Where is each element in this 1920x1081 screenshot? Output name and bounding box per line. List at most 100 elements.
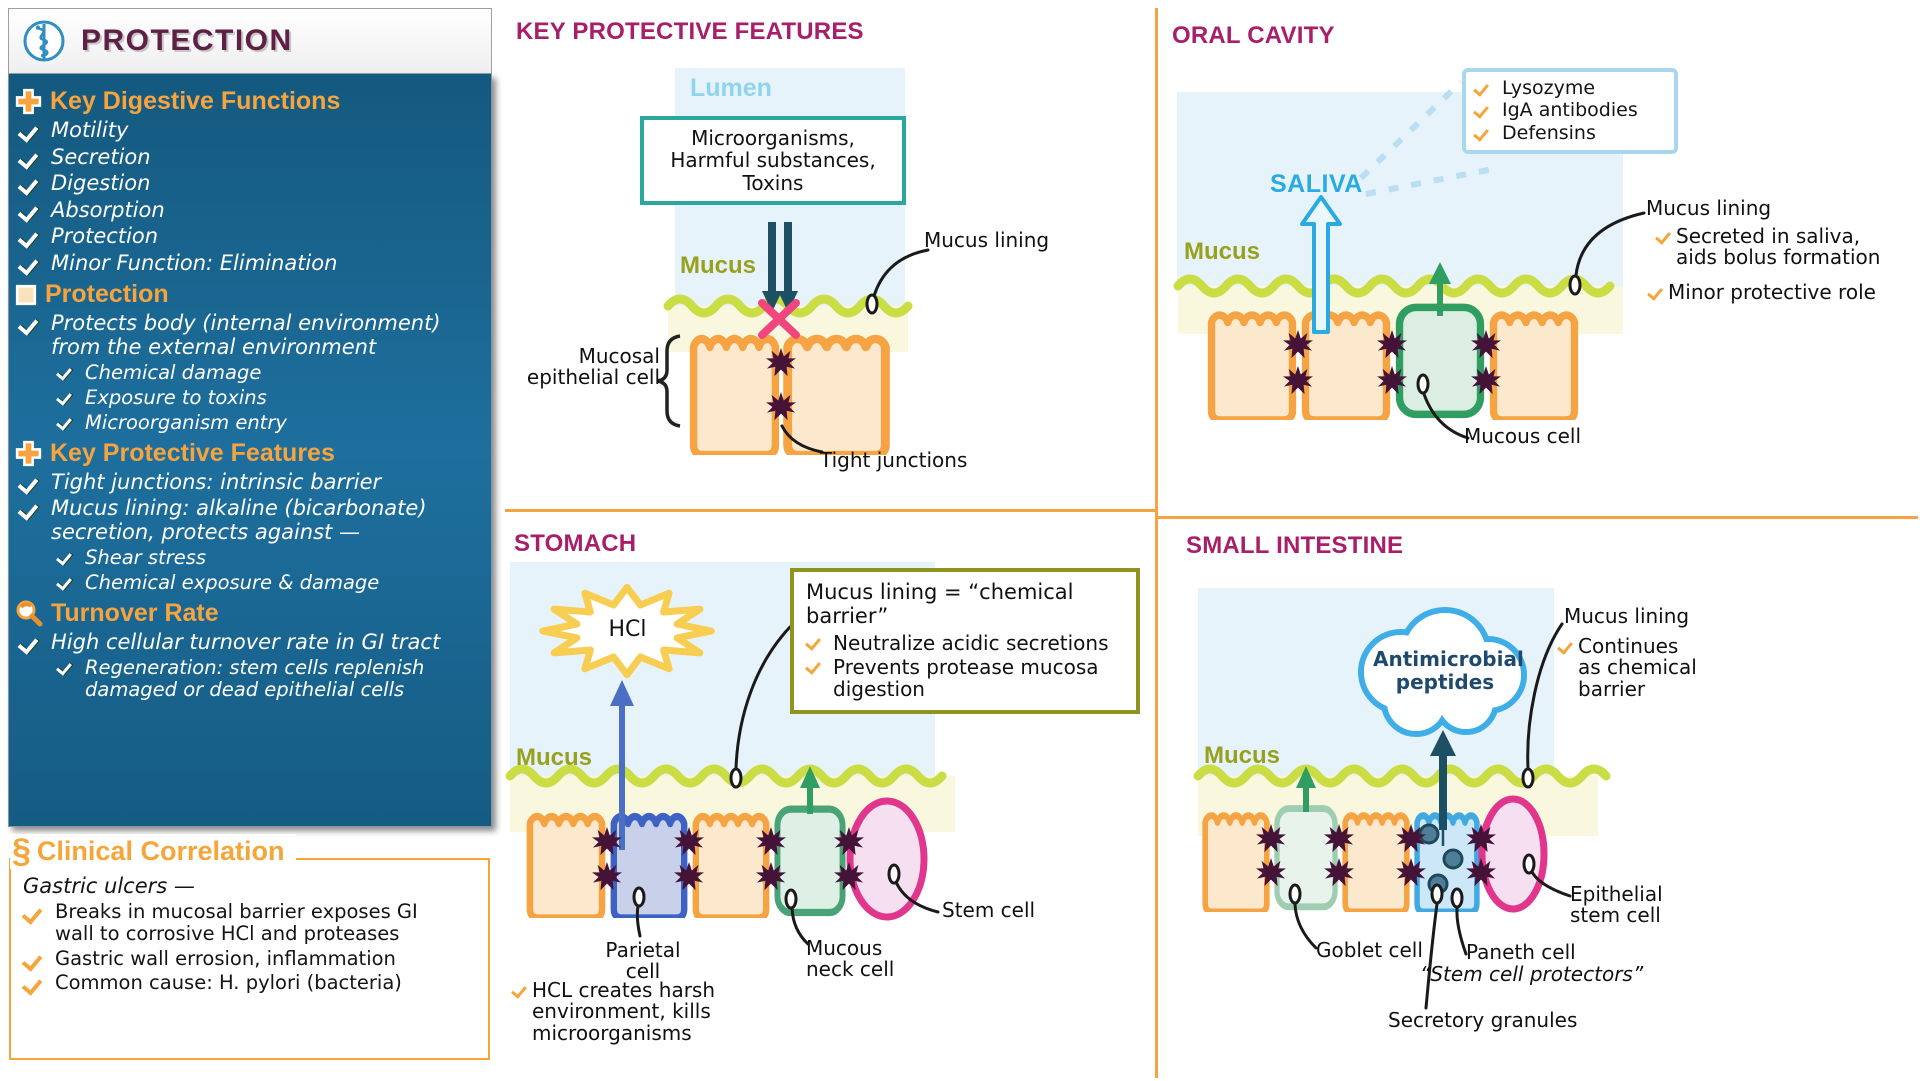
pointer-loop (1416, 373, 1430, 395)
saliva-label: SALIVA (1270, 170, 1363, 198)
goblet-cell-label: Goblet cell (1316, 938, 1423, 962)
goblet-cell (1277, 809, 1335, 907)
box-item-label: IgA antibodies (1502, 99, 1638, 122)
pointer-line (1530, 870, 1572, 898)
arrow-head (1296, 766, 1316, 788)
clinical-item: Common cause: H. pylori (bacteria) (21, 971, 480, 997)
list-item: Digestion (17, 172, 483, 196)
check-icon (805, 634, 821, 651)
quadrant-oral-cavity: ORAL CAVITY Lysozyme (1158, 0, 1920, 509)
quadrant-stomach: STOMACH (500, 512, 1155, 1081)
epithelial-stem-cell (1478, 795, 1548, 913)
mucus-label: Mucus (1204, 742, 1281, 769)
mucus-lining-item-label: Continues as chemical barrier (1578, 634, 1697, 701)
epithelial-cell (1212, 315, 1293, 420)
section-mark-icon (12, 834, 31, 869)
check-icon (56, 414, 72, 431)
check-icon (17, 174, 39, 196)
horizontal-divider-left (505, 509, 1155, 512)
brace (656, 334, 681, 428)
arrow-head (1430, 730, 1456, 756)
check-icon (56, 549, 72, 566)
pointer-loop (729, 767, 743, 789)
mucus-wave (505, 764, 947, 788)
clinical-item-label: Common cause: H. pylori (bacteria) (55, 971, 402, 995)
epithelial-cell (1205, 816, 1267, 912)
list-item: Minor Function: Elimination (17, 250, 483, 276)
section-heading-key-protective-features: Key Protective Features (15, 439, 483, 468)
list-subitem: Chemical damage (56, 361, 483, 385)
list-item: Motility (17, 118, 483, 143)
paneth-cell-label: Paneth cell (1466, 940, 1576, 964)
pointer-loop (887, 863, 901, 885)
check-icon (17, 253, 39, 276)
clinical-item: Gastric wall errosion, inflammation (21, 947, 480, 972)
list-item-label: Protects body (internal environment) fro… (51, 311, 441, 359)
check-icon (17, 200, 39, 223)
pointer-loop (1450, 887, 1464, 909)
list-subitem: Microorganism entry (56, 411, 483, 434)
list-item-label: Chemical damage (85, 361, 262, 385)
epithelial-stem-cell-label: Epithelial stem cell (1570, 882, 1663, 928)
box-item: IgA antibodies (1473, 99, 1664, 122)
check-icon (1473, 80, 1489, 97)
check-icon (21, 903, 43, 925)
arrow-head (778, 291, 798, 312)
quadrant-key-protective-features: KEY PROTECTIVE FEATURES Lumen Microorgan… (500, 0, 1155, 509)
quadrant-title: SMALL INTESTINE (1186, 532, 1404, 559)
hcl-label: HCl (608, 617, 647, 642)
section-heading-label: Protection (45, 280, 169, 309)
pointer-line (790, 906, 810, 946)
check-icon (1655, 228, 1671, 245)
mucus-label: Mucus (516, 744, 593, 771)
list-item-label: Minor Function: Elimination (51, 250, 338, 275)
box-title: Mucus lining = “chemical barrier” (806, 580, 1074, 628)
mucus-lining-item-label: Minor protective role (1668, 280, 1876, 304)
pointer-line (780, 424, 824, 454)
harmful-substances-box: Microorganisms, Harmful substances, Toxi… (640, 116, 906, 206)
q4-diagram (1193, 588, 1611, 1010)
list-item-label: High cellular turnover rate in GI tract (51, 629, 441, 654)
mucus-lining-item-label: Secreted in saliva, aids bolus formation (1676, 224, 1881, 270)
list-item: Absorption (17, 198, 483, 223)
box-item: Defensins (1473, 121, 1664, 144)
epithelial-cell (788, 339, 886, 455)
check-icon (17, 121, 39, 143)
pointer-loop (865, 293, 879, 315)
sidebar: PROTECTION Key Digestive Functions Motil… (8, 8, 492, 827)
section-heading-protection: Protection (15, 280, 483, 309)
saliva-arrow (1300, 195, 1342, 334)
mucus-lining-item: Minor protective role (1647, 280, 1876, 304)
arrow-head (762, 291, 782, 312)
mucosal-epithelial-cell-label: Mucosal epithelial cell (526, 344, 660, 390)
list-subitem: Chemical exposure & damage (56, 572, 483, 594)
mucous-cell-label: Mucous cell (1464, 424, 1582, 448)
blocked-x-icon (758, 299, 800, 339)
page-title: PROTECTION (81, 24, 293, 57)
list-item-label: Regeneration: stem cells replenish damag… (85, 656, 425, 702)
paneth-cell-subtitle: “Stem cell protectors” (1420, 962, 1644, 986)
secretory-granules-label: Secretory granules (1388, 1008, 1578, 1032)
epithelial-cell (1494, 315, 1575, 420)
list-subitem: Exposure to toxins (56, 387, 483, 409)
asclepius-icon (23, 20, 65, 62)
hcl-starburst (543, 587, 711, 674)
q1-diagram (656, 68, 930, 509)
check-icon (511, 982, 527, 999)
check-icon (1557, 638, 1573, 655)
check-icon (56, 659, 72, 677)
pointer-line (894, 880, 940, 914)
check-icon (17, 314, 39, 336)
check-icon (21, 949, 43, 972)
clinical-item-label: Breaks in mucosal barrier exposes GI wal… (55, 900, 418, 945)
epithelial-cell (530, 817, 602, 918)
pointer-line (1574, 211, 1646, 277)
box-item: Neutralize acidic secretions (805, 632, 1124, 654)
pointer-loop (1522, 853, 1536, 875)
quadrant-title: STOMACH (514, 530, 637, 557)
quad-small-intestine: SMALL INTESTINE (1158, 512, 1920, 1081)
stem-cell (846, 797, 928, 921)
mucus-lining-item: Continues as chemical barrier (1557, 634, 1697, 701)
box-item-label: Defensins (1502, 121, 1596, 144)
mucus-label: Mucus (680, 252, 757, 279)
